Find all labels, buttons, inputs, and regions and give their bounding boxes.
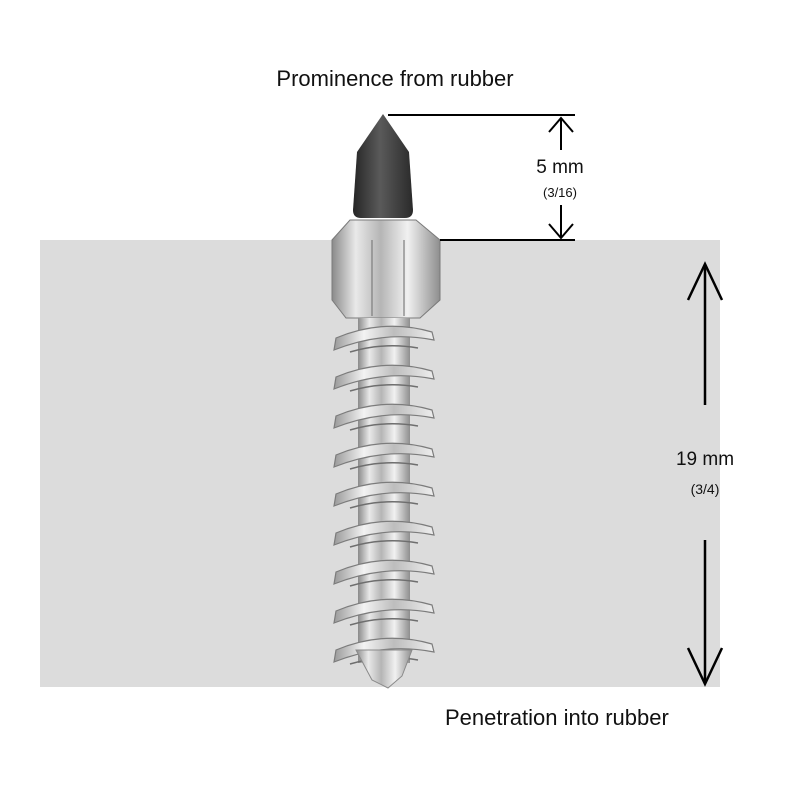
penetration-arrow-down-head <box>686 647 724 687</box>
penetration-fraction: (3/4) <box>690 481 720 497</box>
screw-thread <box>333 520 435 546</box>
prominence-arrow-down-head <box>548 223 574 240</box>
penetration-arrow-up-head <box>686 261 724 301</box>
screw-thread <box>333 559 435 585</box>
screw-point <box>355 649 413 689</box>
stud-tip <box>353 114 413 218</box>
penetration-title: Penetration into rubber <box>445 705 669 730</box>
screw-thread <box>333 481 435 507</box>
prominence-fraction: (3/16) <box>543 185 577 200</box>
screw-thread-shadow <box>349 384 419 392</box>
screw-thread-shadow <box>349 423 419 431</box>
screw-thread <box>333 364 435 390</box>
penetration-dimension <box>686 261 724 687</box>
screw-thread <box>333 598 435 624</box>
screw-thread <box>333 403 435 429</box>
screw-thread-shadow <box>349 501 419 509</box>
screw-threads <box>333 325 435 665</box>
stud <box>331 114 441 689</box>
screw-thread-shadow <box>349 618 419 626</box>
screw-thread-shadow <box>349 540 419 548</box>
prominence-dimension <box>388 114 575 241</box>
prominence-title: Prominence from rubber <box>276 66 514 91</box>
screw-thread-shadow <box>349 462 419 470</box>
screw-thread-shadow <box>349 345 419 353</box>
screw-thread-shadow <box>349 579 419 587</box>
stud-collar <box>331 219 441 319</box>
prominence-arrow-up-head <box>548 116 574 133</box>
screw-thread <box>333 442 435 468</box>
penetration-value: 19 mm <box>675 449 735 470</box>
screw-thread <box>333 325 435 351</box>
prominence-value: 5 mm <box>536 157 584 178</box>
